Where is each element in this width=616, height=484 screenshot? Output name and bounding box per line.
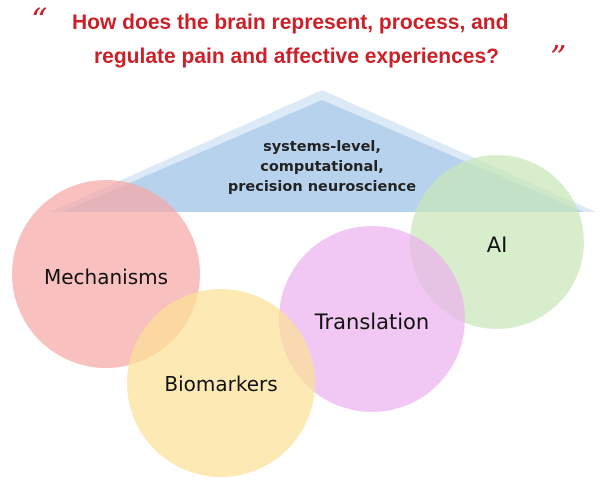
ai-label: AI xyxy=(487,233,508,257)
biomarkers-label: Biomarkers xyxy=(164,372,277,396)
open-quote-mark: “ xyxy=(31,1,48,39)
translation-label: Translation xyxy=(314,310,429,334)
biomarkers-circle xyxy=(127,289,315,477)
mechanisms-label: Mechanisms xyxy=(44,265,168,289)
framework-line-1: systems-level, xyxy=(263,139,381,155)
framework-line-2: computational, xyxy=(260,159,384,175)
question-line-1: How does the brain represent, process, a… xyxy=(72,11,509,34)
framework-line-3: precision neuroscience xyxy=(228,179,416,195)
question-line-2: regulate pain and affective experiences? xyxy=(94,45,499,68)
translation-circle xyxy=(279,226,465,412)
close-quote-mark: ” xyxy=(550,38,567,76)
